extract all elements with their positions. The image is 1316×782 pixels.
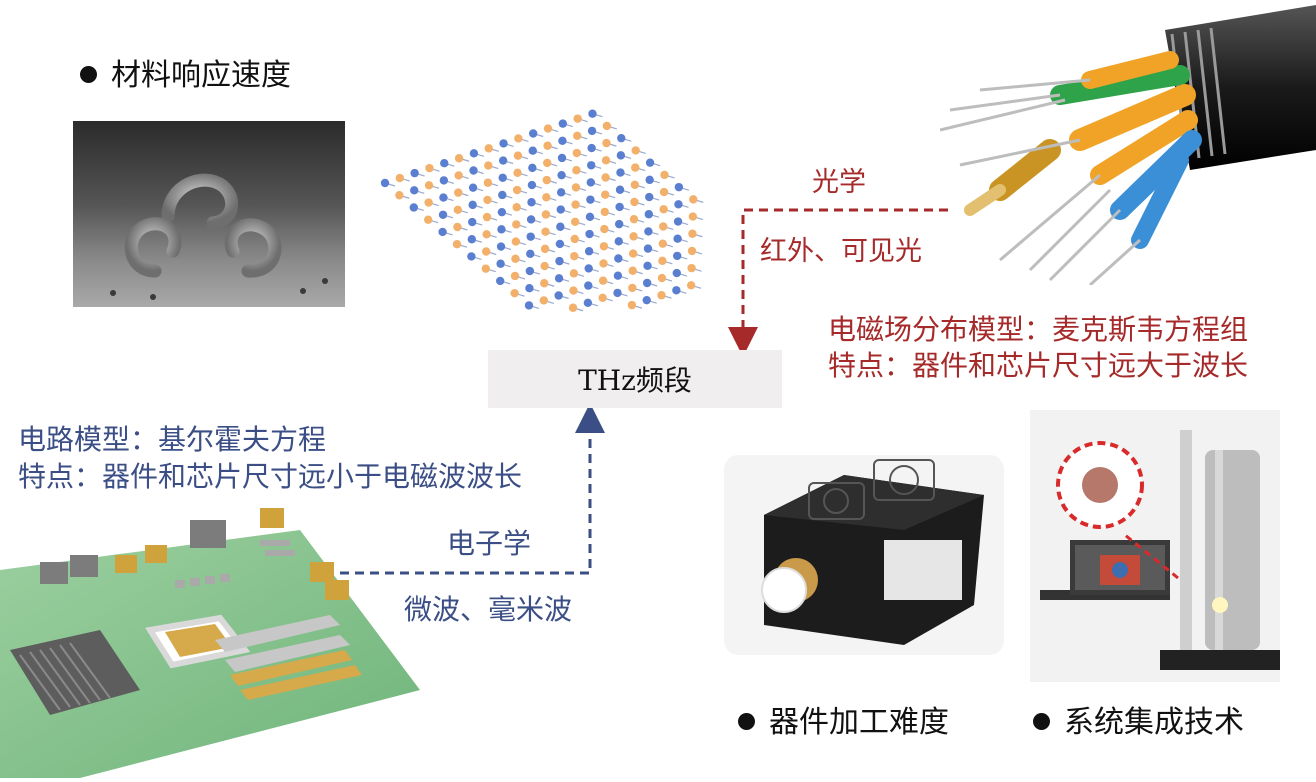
bullet-dot-icon bbox=[1033, 712, 1050, 730]
bullet-system-integration: 系统集成技术 bbox=[1033, 697, 1244, 741]
optics-title: 光学 bbox=[812, 167, 866, 198]
electronics-title: 电子学 bbox=[447, 527, 532, 560]
bullet-dot-icon bbox=[738, 712, 755, 730]
thz-band-label: THz频段 bbox=[578, 364, 692, 397]
crystal-lattice-illustration bbox=[365, 108, 705, 313]
electronics-feature: 特点：器件和芯片尺寸远小于电磁波波长 bbox=[18, 460, 523, 493]
rolled-sheets-photo bbox=[73, 121, 345, 307]
bullet-device-processing: 器件加工难度 bbox=[738, 697, 949, 741]
circuit-board-illustration bbox=[0, 500, 420, 778]
electronics-model: 电路模型：基尔霍夫方程 bbox=[18, 423, 327, 456]
optics-feature: 特点：器件和芯片尺寸远大于波长 bbox=[828, 349, 1249, 382]
optics-range: 红外、可见光 bbox=[760, 236, 922, 267]
bullet-material-speed: 材料响应速度 bbox=[80, 50, 291, 94]
thz-band-box: THz频段 bbox=[488, 350, 782, 408]
thz-device-photo bbox=[724, 455, 1004, 655]
integrated-system-photo bbox=[1030, 410, 1280, 682]
electronics-range: 微波、毫米波 bbox=[404, 593, 573, 626]
fiber-optic-cable-illustration bbox=[939, 0, 1316, 287]
bullet-dot-icon bbox=[80, 65, 97, 83]
optics-model: 电磁场分布模型：麦克斯韦方程组 bbox=[828, 313, 1249, 346]
